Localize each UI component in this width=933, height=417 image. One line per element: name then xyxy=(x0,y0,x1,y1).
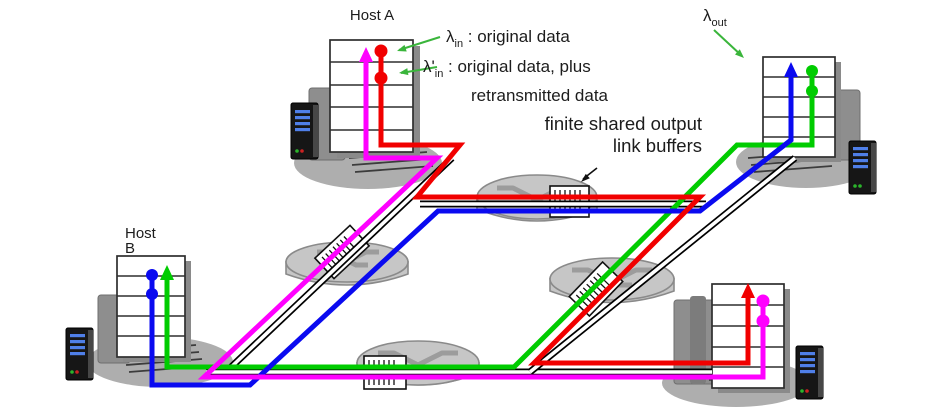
server-tower-icon-bottom-right xyxy=(795,345,824,400)
lambda-in-annotation: λin : original data xyxy=(446,27,570,50)
buffer-note-line1: finite shared output xyxy=(544,113,702,134)
host-a-label: Host A xyxy=(349,7,395,24)
host-top-right-stack xyxy=(762,56,841,162)
lambda-out-arrow-icon xyxy=(713,29,744,58)
lambda-out-symbol: λ xyxy=(703,6,712,25)
server-tower-icon-top-left xyxy=(290,102,319,160)
lambda-out-subscript: out xyxy=(711,17,727,29)
host-b-label: Host B xyxy=(125,226,156,256)
lambda-in-arrow-icon xyxy=(397,36,441,52)
buffer-note-line2: link buffers xyxy=(612,135,702,156)
flow-green xyxy=(160,65,818,370)
flow-red xyxy=(374,44,755,366)
buffer-note-arrow-icon xyxy=(581,167,598,182)
lambda-symbol: λ xyxy=(446,27,455,46)
lambda-in-prime-text-line2: retransmitted data xyxy=(471,86,609,105)
lambda-in-prime-arrow-icon xyxy=(399,66,438,76)
server-tower-icon-top-right xyxy=(848,140,877,195)
link-pipes xyxy=(206,155,798,376)
lambda-prime-symbol: λ' xyxy=(423,57,435,76)
flow-blue xyxy=(146,62,798,388)
flow-magenta xyxy=(197,47,770,380)
lambda-out-annotation: λout xyxy=(703,6,727,29)
lambda-in-text: : original data xyxy=(463,27,570,46)
lambda-subscript: in xyxy=(454,38,464,50)
buffer-note-label: finite shared output link buffers xyxy=(502,113,702,157)
host-b-label-line2: B xyxy=(125,240,136,257)
host-a-stack xyxy=(329,39,420,158)
lambda-in-prime-text: : original data, plus xyxy=(443,57,591,76)
lambda-in-prime-annotation: λ'in : original data, plus retransmitted… xyxy=(423,56,608,107)
lambda-prime-subscript: in xyxy=(434,68,444,80)
host-b-label-line1: Host xyxy=(125,225,156,242)
server-tower-icon-left xyxy=(65,327,94,381)
